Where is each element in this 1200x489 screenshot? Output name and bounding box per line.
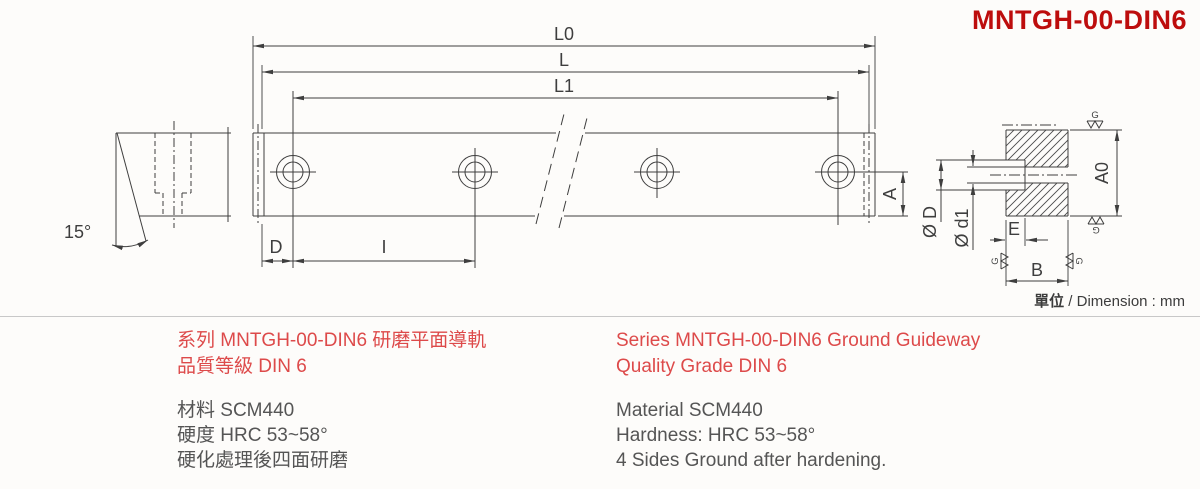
- notes-zh-specs: 材料 SCM440 硬度 HRC 53~58° 硬化處理後四面研磨: [177, 398, 348, 473]
- dim-label-dia-d1: Ø d1: [952, 208, 972, 247]
- zh-grade-line: 品質等級 DIN 6: [177, 356, 307, 377]
- unit-note: 單位 / Dimension : mm: [1034, 290, 1185, 311]
- en-ground-line: 4 Sides Ground after hardening.: [616, 450, 887, 471]
- part-number-title: MNTGH-00-DIN6: [971, 5, 1187, 35]
- dim-label-D: D: [270, 237, 283, 257]
- dim-label-A: A: [880, 188, 900, 200]
- zh-series-line: 系列 MNTGH-00-DIN6 研磨平面導軌: [177, 330, 487, 351]
- dim-label-E: E: [1008, 219, 1020, 239]
- zh-material-line: 材料 SCM440: [177, 400, 295, 421]
- section-divider: [0, 316, 1200, 317]
- en-hardness-line: Hardness: HRC 53~58°: [616, 425, 816, 446]
- angle-label: 15°: [64, 222, 91, 242]
- dim-label-A0: A0: [1092, 162, 1112, 184]
- chamfer-angle-annotation: 15°: [64, 222, 149, 251]
- mounting-hole: [452, 148, 498, 268]
- en-grade-line: Quality Grade DIN 6: [616, 356, 788, 377]
- dim-label-L0: L0: [554, 24, 574, 44]
- mounting-hole: [634, 148, 680, 198]
- dim-label-I: I: [381, 237, 386, 257]
- zh-ground-line: 硬化處理後四面研磨: [177, 450, 349, 471]
- notes-en-specs: Material SCM440 Hardness: HRC 53~58° 4 S…: [616, 398, 886, 473]
- break-lines: [535, 109, 589, 229]
- dim-label-B: B: [1031, 260, 1043, 280]
- end-side-view: [115, 121, 231, 247]
- length-dimensions: L0 L L1 D I A: [252, 24, 908, 267]
- notes-zh-series: 系列 MNTGH-00-DIN6 研磨平面導軌 品質等級 DIN 6: [177, 328, 486, 380]
- mounting-hole: [815, 91, 908, 225]
- cross-section-view: [990, 124, 1080, 217]
- en-series-line: Series MNTGH-00-DIN6 Ground Guideway: [616, 330, 981, 351]
- guideway-main-view: [252, 91, 908, 268]
- section-dimensions: Ø D Ø d1 E B A0: [920, 109, 1122, 286]
- zh-hardness-line: 硬度 HRC 53~58°: [177, 425, 328, 446]
- unit-note-cjk: 單位: [1034, 293, 1065, 310]
- unit-note-text: / Dimension : mm: [1064, 293, 1185, 310]
- notes-en-series: Series MNTGH-00-DIN6 Ground Guideway Qua…: [616, 328, 980, 380]
- en-material-line: Material SCM440: [616, 400, 763, 421]
- technical-drawing: G 15°: [64, 24, 1122, 286]
- dim-label-dia-D: Ø D: [920, 206, 940, 238]
- dim-label-L: L: [559, 50, 569, 70]
- dim-label-L1: L1: [554, 76, 574, 96]
- mounting-hole: [270, 91, 316, 268]
